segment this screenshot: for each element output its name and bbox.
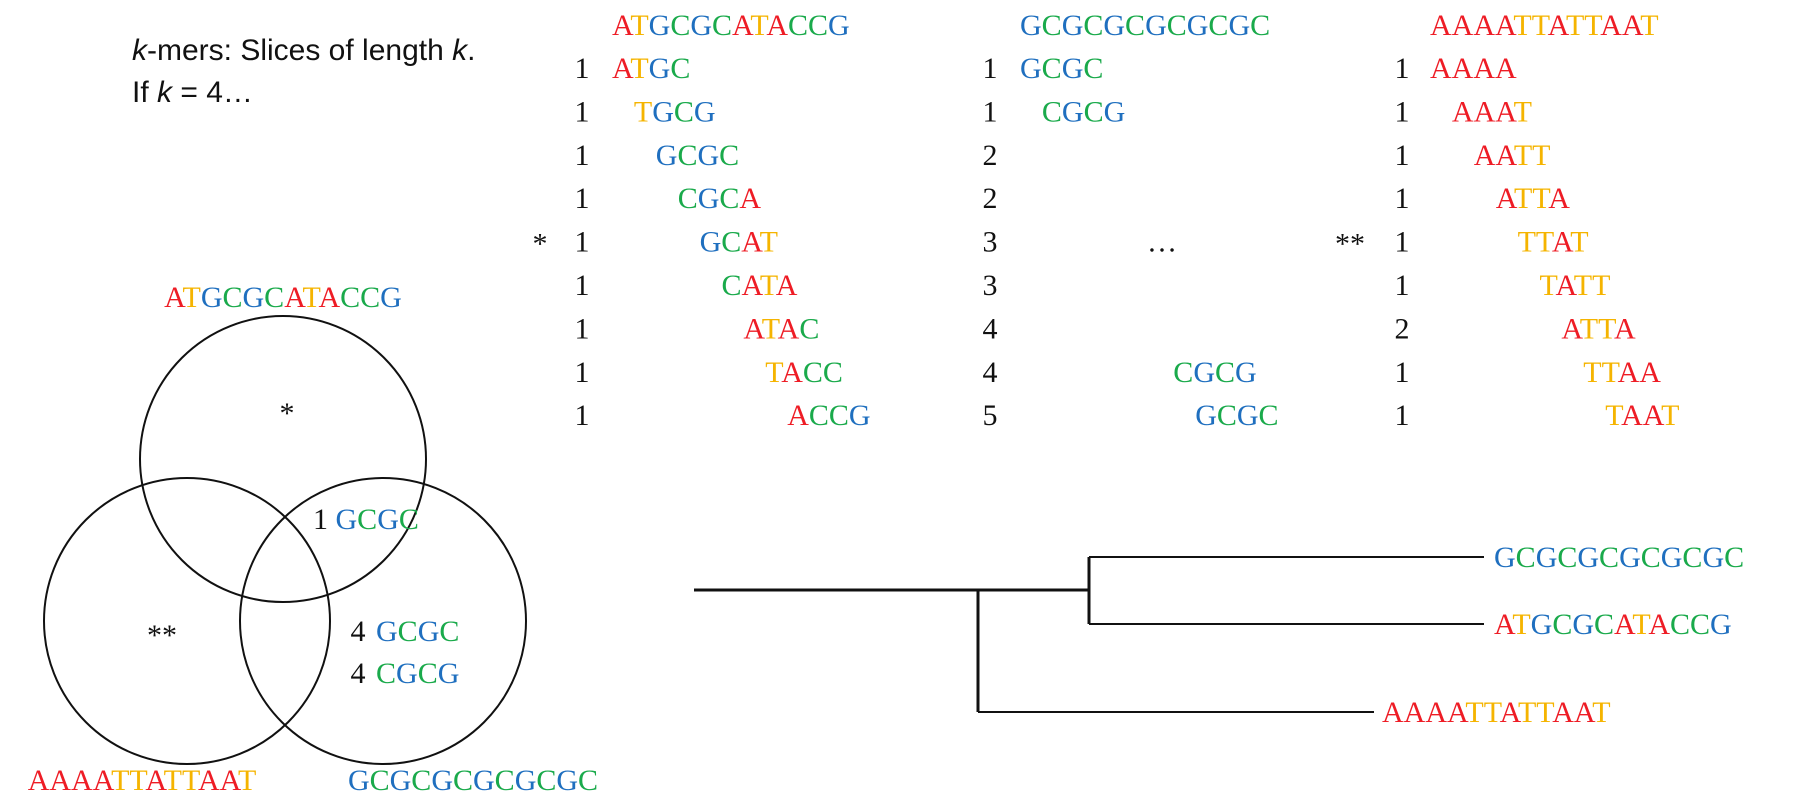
kmer-slice: CATA xyxy=(722,269,798,302)
kmer-count: 1 xyxy=(575,182,590,215)
tree-leaf-label: ATGCGCATACCG xyxy=(1494,608,1732,641)
kmer-count: 1 xyxy=(575,356,590,389)
kmer-slice: TACC xyxy=(765,356,843,389)
kmer-slice: TAAT xyxy=(1605,399,1679,432)
venn-right-count: 4 xyxy=(351,657,366,690)
intro-text: k-mers: Slices of length k. If k = 4… xyxy=(132,30,475,114)
intro-line-2: If k = 4… xyxy=(132,72,475,114)
kmer-count: 1 xyxy=(1395,226,1410,259)
kmer-slice: TTAT xyxy=(1518,226,1589,259)
venn-diagram xyxy=(43,315,527,765)
phylogenetic-tree xyxy=(694,556,1484,713)
kmer-count: 1 xyxy=(575,52,590,85)
kmer-count: 1 xyxy=(1395,269,1410,302)
kmer-count: 1 xyxy=(575,269,590,302)
kmer-count: 1 xyxy=(983,52,998,85)
kmer-count: 2 xyxy=(983,139,998,172)
venn-circle-left xyxy=(43,477,331,765)
kmer-slice: ATTA xyxy=(1561,312,1636,345)
venn-label-left: AAAATTATTAAT xyxy=(28,764,257,795)
kmer-slice: CGCA xyxy=(678,182,762,215)
kmer-count: 1 xyxy=(1395,95,1410,128)
kmer-count: 1 xyxy=(1395,399,1410,432)
venn-label-top: ATGCGCATACCG xyxy=(164,281,402,314)
kmer-count: 2 xyxy=(983,182,998,215)
intro-line-2-post: = 4… xyxy=(172,76,253,109)
kmer-count: 1 xyxy=(575,139,590,172)
kmer-slice: GCAT xyxy=(700,226,778,259)
intro-k-italic-3: k xyxy=(157,76,173,109)
kmer-slice: AAAT xyxy=(1452,95,1532,128)
ellipsis: … xyxy=(1147,226,1177,259)
kmer-count: 1 xyxy=(1395,182,1410,215)
kmer-count: 4 xyxy=(983,312,998,345)
kmer-count: 2 xyxy=(1395,312,1410,345)
kmer-slice: ATGC xyxy=(612,52,690,85)
kmer-slice: AAAA xyxy=(1430,52,1517,85)
kmer-slice: TTAA xyxy=(1583,356,1661,389)
kmer-count: 3 xyxy=(983,226,998,259)
intro-line-2-pre: If xyxy=(132,76,158,109)
venn-circle-right xyxy=(239,477,527,765)
kmer-count: 1 xyxy=(575,226,590,259)
venn-overlap-kmer: 1 GCGC xyxy=(313,503,419,536)
row-marker: ** xyxy=(1335,228,1365,261)
tree-leaf-label: AAAATTATTAAT xyxy=(1382,696,1611,729)
kmer-count: 5 xyxy=(983,399,998,432)
kmer-count: 1 xyxy=(983,95,998,128)
kmer-slice: ATTA xyxy=(1496,182,1571,215)
column-header-sequence: ATGCGCATACCG xyxy=(612,9,850,42)
kmer-slice: CGCG xyxy=(1042,95,1125,128)
intro-line-1-end: . xyxy=(467,34,476,67)
venn-marker-top: * xyxy=(280,397,295,430)
intro-k-italic: k xyxy=(132,34,147,67)
kmer-count: 1 xyxy=(1395,139,1410,172)
venn-circle-top xyxy=(139,315,427,603)
kmer-count: 1 xyxy=(1395,356,1410,389)
kmer-slice: GCGC xyxy=(1195,399,1278,432)
intro-line-1-text: -mers: Slices of length xyxy=(147,34,453,67)
kmer-slice: TGCG xyxy=(634,95,716,128)
kmer-count: 1 xyxy=(575,399,590,432)
venn-marker-left: ** xyxy=(147,619,177,652)
intro-k-italic-2: k xyxy=(452,34,468,67)
kmer-slice: CGCG xyxy=(1173,356,1256,389)
kmer-slice: TATT xyxy=(1540,269,1611,302)
kmer-slice: AATT xyxy=(1474,139,1551,172)
tree-leaf-labels: GCGCGCGCGCGC ATGCGCATACCG AAAATTATTAAT xyxy=(1382,541,1744,729)
kmer-count: 1 xyxy=(575,312,590,345)
column-header-sequence: AAAATTATTAAT xyxy=(1430,9,1659,42)
kmer-slice: ACCG xyxy=(787,399,870,432)
kmer-count: 4 xyxy=(983,356,998,389)
row-marker: * xyxy=(533,228,548,261)
venn-right-kmer: CGCG xyxy=(376,657,459,690)
kmer-slice: ATAC xyxy=(743,312,819,345)
venn-right-count: 4 xyxy=(351,615,366,648)
kmer-slice: GCGC xyxy=(1020,52,1103,85)
kmer-count: 3 xyxy=(983,269,998,302)
intro-line-1: k-mers: Slices of length k. xyxy=(132,30,475,72)
venn-right-kmer: GCGC xyxy=(376,615,459,648)
tree-leaf-label: GCGCGCGCGCGC xyxy=(1494,541,1744,574)
kmer-slice: GCGC xyxy=(656,139,739,172)
column-header-sequence: GCGCGCGCGCGC xyxy=(1020,9,1270,42)
venn-label-right: GCGCGCGCGCGC xyxy=(348,764,598,795)
kmer-count: 1 xyxy=(575,95,590,128)
kmer-count: 1 xyxy=(1395,52,1410,85)
